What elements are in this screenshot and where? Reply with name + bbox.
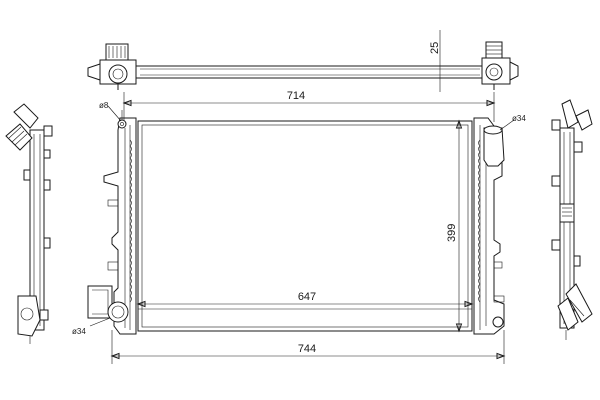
dimension-647: 647 <box>136 291 474 308</box>
diameter-top-left-label: ø8 <box>99 101 109 110</box>
top-view-left-tank <box>87 43 137 90</box>
overall-width-bottom-label: 744 <box>298 343 316 355</box>
core-height-label: 399 <box>446 224 458 242</box>
thickness-label: 25 <box>429 42 441 54</box>
thickness-dimension: 25 <box>429 30 444 92</box>
top-view-right-tank <box>481 41 519 90</box>
left-side-view <box>5 103 53 344</box>
dimension-399: 399 <box>446 119 463 333</box>
front-right-tank <box>473 117 505 335</box>
diameter-top-right-label: ø34 <box>512 114 526 123</box>
dimension-714: 714 <box>122 90 496 122</box>
front-view: 399 647 ø8 ø34 ø34 <box>72 101 526 336</box>
radiator-core <box>137 120 473 332</box>
right-side-view <box>551 99 593 340</box>
front-left-tank <box>87 110 137 335</box>
top-view-core <box>117 65 503 79</box>
dimension-744: 744 <box>110 330 506 364</box>
overall-width-top-label: 714 <box>287 90 305 102</box>
diameter-callouts: ø8 ø34 ø34 <box>72 101 526 336</box>
top-view: 25 <box>87 30 519 92</box>
core-width-label: 647 <box>298 291 316 303</box>
diameter-bottom-left-label: ø34 <box>72 327 86 336</box>
